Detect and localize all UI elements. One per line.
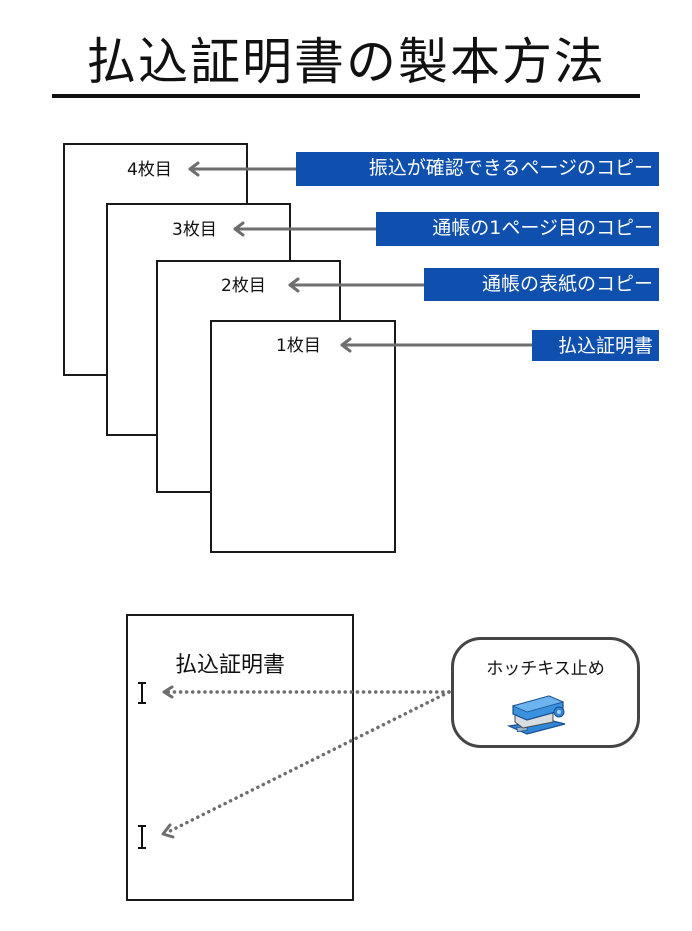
page-label-1: 1枚目 — [276, 336, 321, 356]
page-label-3: 3枚目 — [172, 220, 217, 240]
stapler-icon — [506, 695, 566, 735]
stapler-label: ホッチキス止め — [486, 659, 605, 679]
description-tag-1: 払込証明書 — [532, 330, 659, 361]
bound-document-title: 払込証明書 — [175, 653, 286, 678]
stapler-callout: ホッチキス止め — [451, 637, 640, 748]
page-sheet-1 — [210, 320, 396, 553]
page-label-2: 2枚目 — [221, 276, 266, 296]
description-tag-4: 振込が確認できるページのコピー — [296, 152, 659, 186]
description-tag-2: 通帳の表紙のコピー — [424, 268, 659, 301]
page-title: 払込証明書の製本方法 — [86, 33, 606, 91]
title-underline — [52, 94, 640, 98]
description-tag-3: 通帳の1ページ目のコピー — [376, 212, 659, 246]
page-label-4: 4枚目 — [127, 160, 172, 180]
